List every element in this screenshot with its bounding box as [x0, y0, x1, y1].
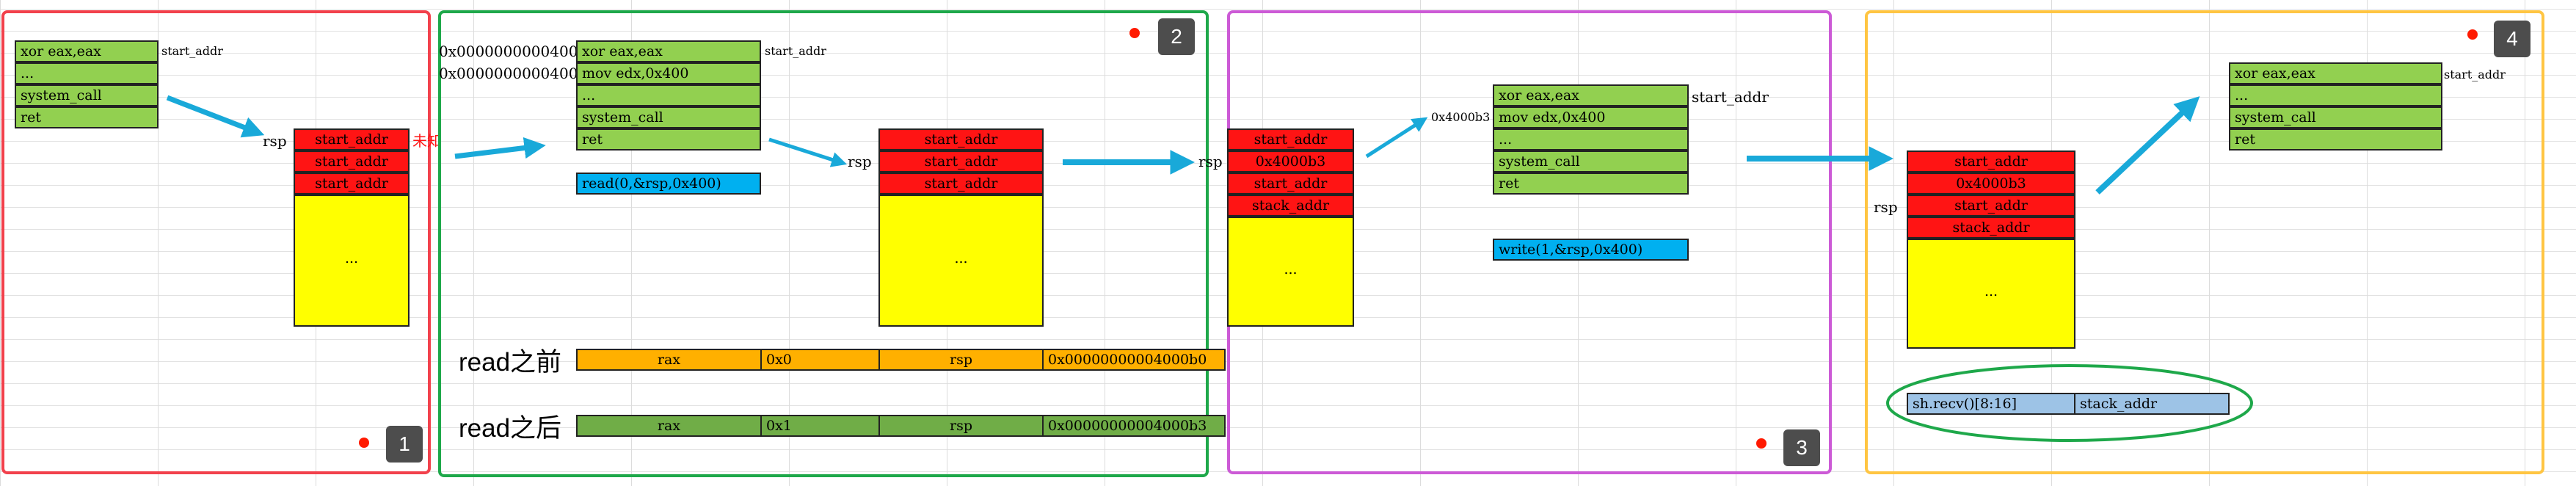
- p2-before-rax: rax: [576, 349, 762, 371]
- p4-badge: 4: [2494, 21, 2530, 57]
- p2-stack-slot-2: start_addr: [878, 150, 1044, 173]
- p3-stack-slot-2: 0x4000b3: [1227, 150, 1354, 173]
- p4-stack-slot-3: start_addr: [1907, 195, 2075, 217]
- p1-code-line-2: ...: [15, 62, 159, 84]
- p3-rsp-label: rsp: [1198, 153, 1223, 170]
- p2-before-rax-value: 0x0: [760, 349, 880, 371]
- p4-code-line-2: ...: [2229, 84, 2442, 106]
- p4-stack-slot-2: 0x4000b3: [1907, 173, 2075, 195]
- p2-after-rax: rax: [576, 415, 762, 437]
- p2-badge: 2: [1158, 18, 1195, 55]
- p4-stack-slot-4: stack_addr: [1907, 217, 2075, 239]
- p3-stack-rest: ...: [1227, 217, 1354, 327]
- p1-stack-slot-3: start_addr: [294, 173, 410, 195]
- p2-before-rsp-value: 0x00000000004000b0: [1042, 349, 1226, 371]
- p2-stack-rest: ...: [878, 195, 1044, 327]
- p2-start-addr-label: start_addr: [765, 44, 826, 58]
- p1-red-dot: [359, 438, 369, 448]
- p4-rsp-label: rsp: [1874, 198, 1898, 216]
- p3-start-addr-label: start_addr: [1692, 88, 1769, 106]
- p3-code-line-5: ret: [1493, 173, 1689, 195]
- panel-2: [438, 10, 1209, 477]
- p3-write-call: write(1,&rsp,0x400): [1493, 239, 1689, 261]
- p3-code-line-3: ...: [1493, 128, 1689, 150]
- p1-badge: 1: [386, 426, 423, 463]
- p2-code-line-1: xor eax,eax: [576, 40, 761, 62]
- p4-code-line-1: xor eax,eax: [2229, 62, 2442, 84]
- p3-addr-label: 0x4000b3: [1431, 110, 1491, 124]
- p3-stack-slot-1: start_addr: [1227, 128, 1354, 150]
- p4-code-line-4: ret: [2229, 128, 2442, 150]
- p2-after-rsp-value: 0x00000000004000b3: [1042, 415, 1226, 437]
- p3-code-line-2: mov edx,0x400: [1493, 106, 1689, 128]
- p1-stack-slot-2: start_addr: [294, 150, 410, 173]
- p3-stack-slot-3: start_addr: [1227, 173, 1354, 195]
- p1-stack-rest: ...: [294, 195, 410, 327]
- p4-start-addr-label: start_addr: [2444, 68, 2506, 81]
- p4-stack-rest: ...: [1907, 239, 2075, 349]
- p1-code-line-1: xor eax,eax: [15, 40, 159, 62]
- p2-code-line-5: ret: [576, 128, 761, 150]
- p2-before-rsp: rsp: [878, 349, 1044, 371]
- p2-stack-slot-1: start_addr: [878, 128, 1044, 150]
- p2-code-line-4: system_call: [576, 106, 761, 128]
- p2-red-dot: [1129, 28, 1140, 38]
- panel-1: [1, 10, 431, 474]
- p2-code-line-2: mov edx,0x400: [576, 62, 761, 84]
- p2-after-label: read之后: [459, 414, 562, 443]
- p2-rsp-label: rsp: [848, 153, 872, 170]
- p2-after-rax-value: 0x1: [760, 415, 880, 437]
- p3-red-dot: [1756, 438, 1767, 449]
- p4-code-line-3: system_call: [2229, 106, 2442, 128]
- p1-unknown-label: 未知: [412, 132, 442, 150]
- p3-code-line-1: xor eax,eax: [1493, 84, 1689, 106]
- p4-stack-addr-cell: stack_addr: [2074, 393, 2230, 415]
- p4-red-dot: [2467, 29, 2478, 40]
- p2-stack-slot-3: start_addr: [878, 173, 1044, 195]
- p1-rsp-label: rsp: [263, 132, 287, 150]
- p3-stack-slot-4: stack_addr: [1227, 195, 1354, 217]
- p3-badge: 3: [1783, 429, 1820, 466]
- p1-start-addr-label: start_addr: [161, 44, 223, 58]
- p1-stack-slot-1: start_addr: [294, 128, 410, 150]
- panel-4: [1865, 10, 2544, 474]
- p2-read-call: read(0,&rsp,0x400): [576, 173, 761, 195]
- p2-after-rsp: rsp: [878, 415, 1044, 437]
- p3-code-line-4: system_call: [1493, 150, 1689, 173]
- p1-code-line-4: ret: [15, 106, 159, 128]
- p4-stack-slot-1: start_addr: [1907, 150, 2075, 173]
- p4-recv-cell: sh.recv()[8:16]: [1907, 393, 2075, 415]
- p2-before-label: read之前: [459, 348, 562, 377]
- p1-code-line-3: system_call: [15, 84, 159, 106]
- p2-code-line-3: ...: [576, 84, 761, 106]
